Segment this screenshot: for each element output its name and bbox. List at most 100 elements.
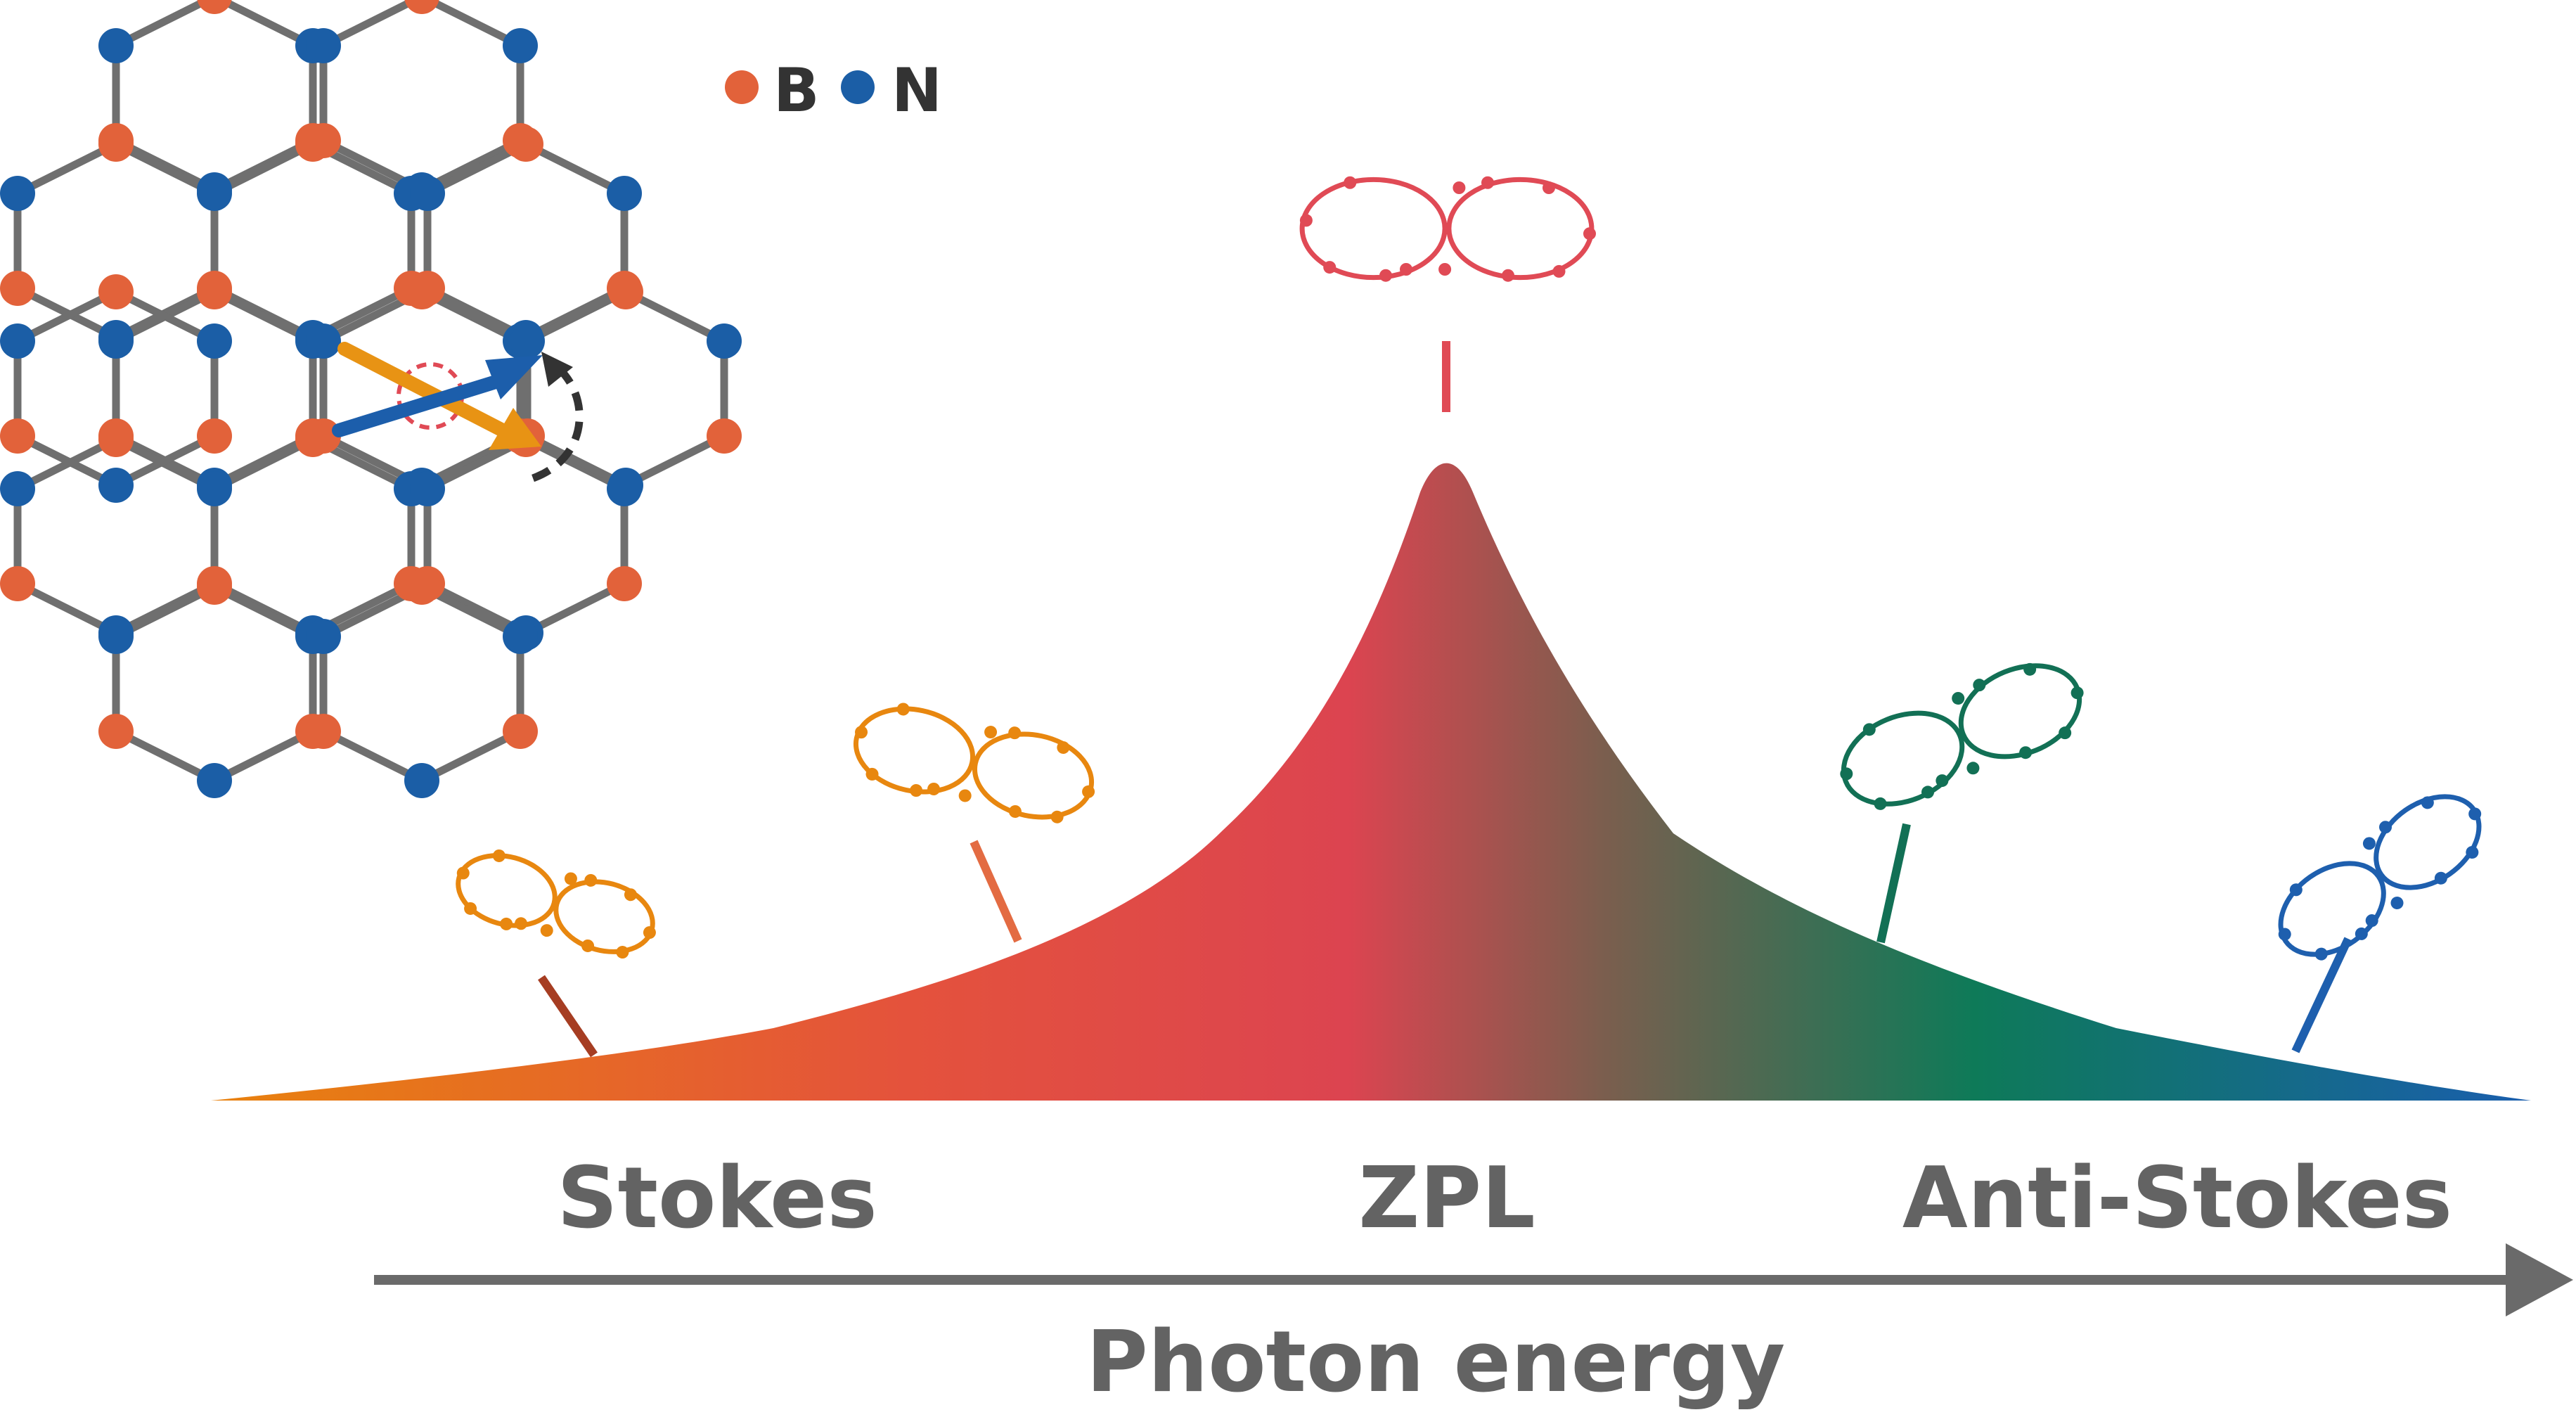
mode-dot xyxy=(958,789,972,802)
mode-dot xyxy=(2019,746,2033,759)
lattice-atoms xyxy=(0,0,742,798)
mode-dot xyxy=(1862,723,1876,736)
mode-dot xyxy=(865,767,879,781)
mode-dot xyxy=(2355,927,2368,940)
mode-dot xyxy=(2071,686,2084,700)
lattice-bonds xyxy=(13,0,728,784)
mode-dot xyxy=(2390,896,2404,910)
boron-atom xyxy=(608,274,643,309)
mode-dot xyxy=(1438,262,1452,276)
nitrogen-atom xyxy=(410,176,445,211)
stokes-1-tick xyxy=(970,840,1022,943)
nitrogen-atom xyxy=(306,619,341,654)
mode-dot xyxy=(1082,785,1095,798)
mode-dot xyxy=(1379,269,1393,282)
atom-legend: B N xyxy=(725,56,942,126)
mode-dot xyxy=(1050,810,1064,823)
boron-atom xyxy=(197,274,232,309)
mode-dot xyxy=(1008,804,1022,818)
boron-atom xyxy=(197,418,232,454)
mode-dot xyxy=(2278,928,2291,941)
mode-dot xyxy=(1453,181,1466,195)
boron-legend-label: B xyxy=(773,56,820,126)
mode-loop xyxy=(1446,177,1595,281)
mode-dot xyxy=(1542,181,1556,195)
nitrogen-atom xyxy=(410,471,445,506)
mode-dot xyxy=(1936,774,1949,788)
nitrogen-atom xyxy=(0,471,35,506)
lattice-bond xyxy=(114,432,217,489)
mode-dot xyxy=(1399,262,1413,276)
phonon-ticks xyxy=(538,341,2352,1058)
nitrogen-atom xyxy=(707,323,742,359)
boron-atom xyxy=(197,0,232,14)
nitrogen-atom xyxy=(608,468,643,503)
lattice-bond xyxy=(114,728,217,784)
mode-dot xyxy=(2365,914,2378,928)
mode-dot xyxy=(984,726,998,739)
lattice-bond xyxy=(15,141,118,197)
nitrogen-atom xyxy=(503,28,538,63)
mode-dot xyxy=(855,726,868,739)
nitrogen-atom xyxy=(306,28,341,63)
anti-stokes-1-tick xyxy=(1876,823,1911,944)
nitrogen-atom xyxy=(197,176,232,211)
lattice-bond xyxy=(525,432,628,489)
nitrogen-legend-dot xyxy=(841,70,875,104)
boron-atom xyxy=(607,566,642,601)
mode-dot xyxy=(2059,726,2072,740)
blue-displacement-arrow xyxy=(332,355,543,437)
nitrogen-atom xyxy=(607,176,642,211)
boron-atom xyxy=(98,422,134,457)
mode-loop xyxy=(2278,861,2386,957)
boron-atom xyxy=(0,271,35,306)
vibrational-modes xyxy=(456,176,2482,961)
boron-atom xyxy=(404,274,439,309)
mode-dot xyxy=(515,917,528,930)
mode-dot xyxy=(564,872,577,885)
energy-axis-arrowhead xyxy=(2506,1243,2573,1316)
mode-dot xyxy=(1583,227,1597,241)
lattice-bond xyxy=(114,288,217,345)
mode-dot xyxy=(1966,762,1980,775)
mode-dot xyxy=(2362,837,2376,850)
boron-atom xyxy=(98,714,134,749)
nitrogen-atom xyxy=(197,471,232,506)
zpl-mode xyxy=(1299,176,1597,282)
stokes-label: Stokes xyxy=(557,1150,877,1248)
mode-dot xyxy=(1299,214,1313,227)
mode-dot xyxy=(2468,807,2482,821)
boron-atom xyxy=(295,422,330,457)
mode-dot xyxy=(2023,662,2037,676)
boron-atom xyxy=(0,418,35,454)
mode-dot xyxy=(896,703,910,716)
nitrogen-atom xyxy=(197,323,232,359)
mode-loop xyxy=(1841,710,1965,807)
orange-displacement-arrow xyxy=(337,342,541,450)
energy-axis xyxy=(374,1243,2573,1316)
mode-loop xyxy=(972,731,1095,820)
nitrogen-atom xyxy=(98,28,134,63)
boron-atom xyxy=(707,418,742,454)
lattice-bond xyxy=(321,0,424,49)
lattice-bond xyxy=(114,0,217,49)
nitrogen-atom xyxy=(503,619,538,654)
mode-dot xyxy=(500,917,513,930)
lattice-bond xyxy=(420,728,522,784)
mode-dot xyxy=(2421,796,2434,809)
mode-dot xyxy=(1057,740,1070,754)
nitrogen-atom xyxy=(197,763,232,798)
boron-atom xyxy=(306,714,341,749)
mode-dot xyxy=(2434,871,2447,885)
boron-legend-dot xyxy=(725,70,759,104)
hbn-lattice xyxy=(0,0,742,798)
boron-atom xyxy=(404,570,439,605)
lattice-bond xyxy=(420,0,522,49)
mode-dot xyxy=(1008,726,1022,740)
nitrogen-atom xyxy=(98,468,134,503)
anti-stokes-label: Anti-Stokes xyxy=(1902,1150,2452,1248)
axis-label: Photon energy xyxy=(1086,1314,1785,1411)
mode-dot xyxy=(1952,692,1965,705)
mode-loop xyxy=(1299,177,1448,281)
boron-atom xyxy=(197,570,232,605)
